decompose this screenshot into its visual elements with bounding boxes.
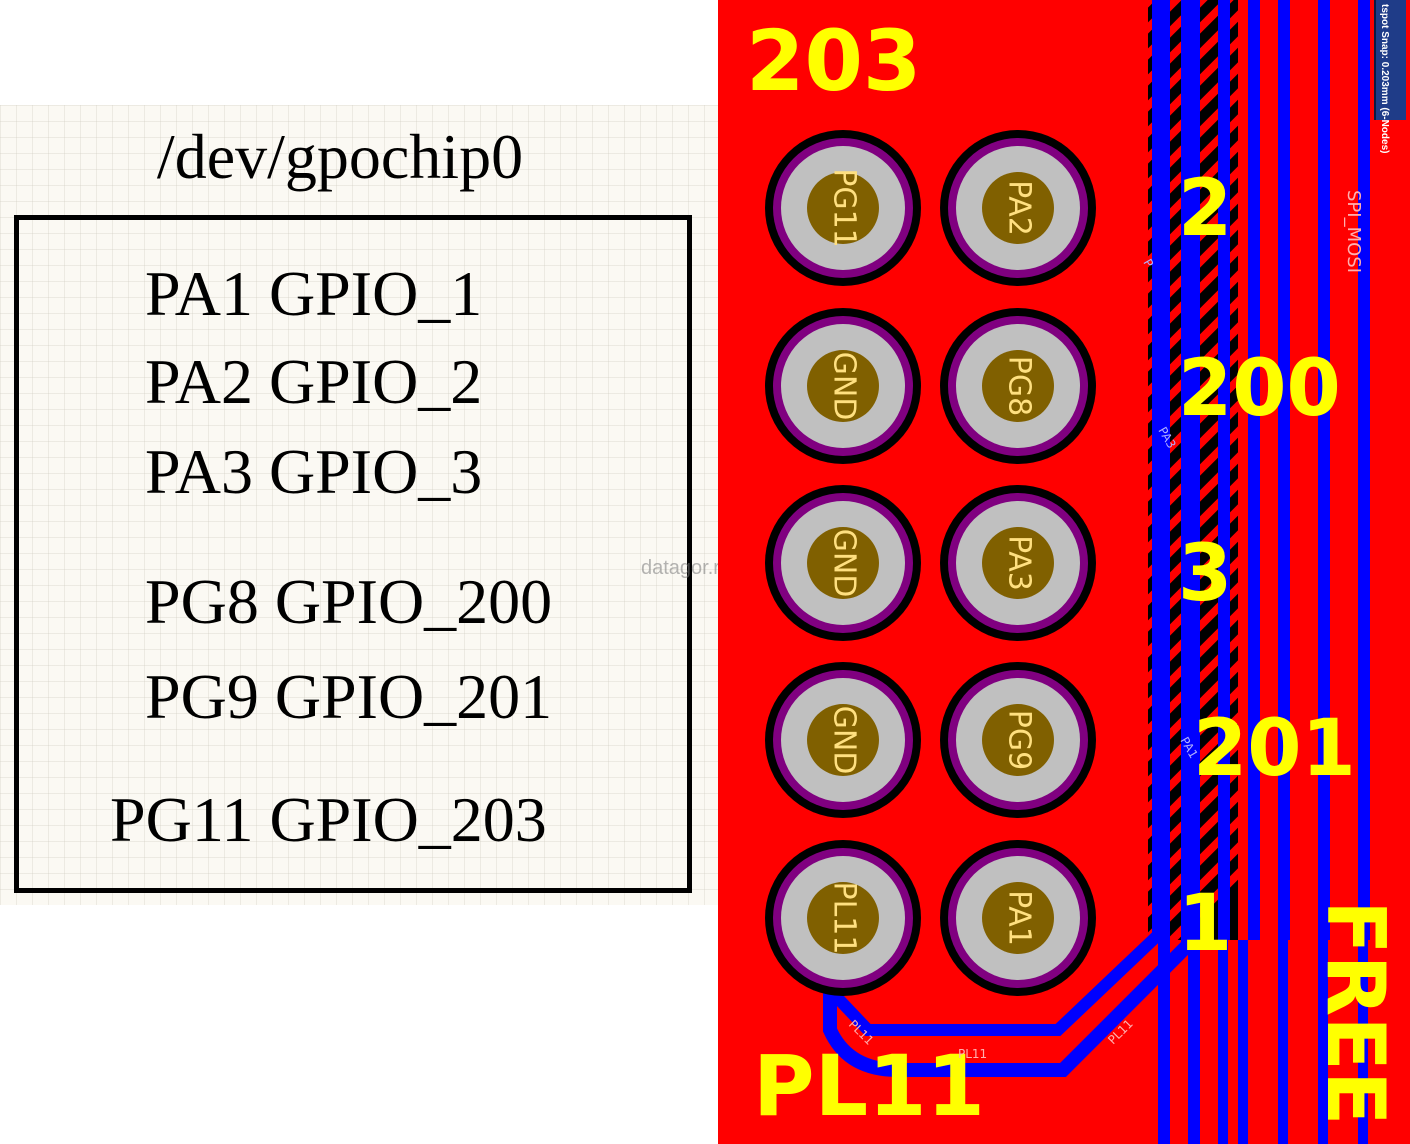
- pad-drill: [982, 350, 1054, 422]
- pad-label: PL11: [827, 882, 862, 955]
- pad-drill: [982, 882, 1054, 954]
- gpio-mapping-box: [14, 215, 692, 893]
- pad-label: PA2: [1002, 180, 1037, 236]
- pad-label: PG11: [827, 168, 862, 248]
- vertical-trace: [1358, 0, 1370, 1144]
- pad-label: PA3: [1002, 535, 1037, 591]
- gpio-number: GPIO_200: [274, 566, 553, 637]
- pad-drill: [982, 527, 1054, 599]
- gpio-number: GPIO_203: [269, 784, 547, 855]
- pad-drill: [807, 172, 879, 244]
- vertical-trace: [1248, 0, 1260, 1144]
- gpio-map-row: PG11 GPIO_203: [110, 788, 547, 852]
- gpio-number: GPIO_2: [268, 346, 483, 417]
- pad-drill: [982, 704, 1054, 776]
- pad-drill: [982, 172, 1054, 244]
- silk-label-203: 203: [746, 12, 921, 110]
- gpio-map-row: PA3 GPIO_3: [145, 440, 482, 504]
- pad-drill: [807, 350, 879, 422]
- pin-name: PA2: [145, 346, 269, 417]
- silk-label-1: 1: [1178, 879, 1232, 969]
- vertical-trace: [1318, 940, 1328, 1144]
- gpio-chip-title: /dev/gpochip0: [156, 121, 524, 192]
- pad-label: PA1: [1002, 890, 1037, 946]
- pad-drill: [807, 527, 879, 599]
- vertical-trace: [1238, 940, 1248, 1144]
- silk-label-2: 2: [1178, 164, 1232, 254]
- vertical-trace: [1218, 0, 1230, 1144]
- silk-label-201: 201: [1193, 704, 1356, 794]
- schematic-background: [0, 105, 718, 905]
- hotspot-snap-badge: tspot Snap: 0.203mm (6-Nodes): [1374, 0, 1406, 153]
- pad-label: GND: [827, 706, 862, 775]
- vertical-trace: [1358, 940, 1368, 1144]
- gpio-map-row: PA2 GPIO_2: [145, 350, 482, 414]
- silk-label-pl11: PL11: [753, 1037, 985, 1135]
- gpio-map-row: PG9 GPIO_201: [145, 665, 552, 729]
- pad-label: GND: [827, 352, 862, 421]
- pad-drill: [807, 882, 879, 954]
- pin-name: PG8: [145, 566, 275, 637]
- pin-name: PG9: [145, 661, 275, 732]
- gpio-number: GPIO_3: [268, 436, 483, 507]
- pin-name: PA3: [145, 436, 269, 507]
- silk-label-3: 3: [1178, 529, 1232, 619]
- gpio-number: GPIO_201: [274, 661, 553, 732]
- vertical-trace: [1278, 0, 1290, 1144]
- vertical-trace: [1278, 940, 1288, 1144]
- pl11-trace-inner: [825, 0, 1164, 1036]
- silk-label-200: 200: [1178, 344, 1341, 434]
- pad-label: GND: [827, 529, 862, 598]
- pin-name: PG11: [110, 784, 270, 855]
- pad-label: PG9: [1002, 710, 1037, 770]
- vertical-trace: [1318, 0, 1330, 1144]
- pad-label: PG8: [1002, 356, 1037, 416]
- gpio-number: GPIO_1: [268, 258, 483, 329]
- net-label-spi-mosi: SPI_MOSI: [1343, 190, 1364, 273]
- pin-name: PA1: [145, 258, 269, 329]
- watermark-text: datagor.ru: [641, 557, 732, 579]
- pl11-trace: [823, 0, 1195, 1077]
- gpio-map-row: PG8 GPIO_200: [145, 570, 552, 634]
- gpio-map-row: PA1 GPIO_1: [145, 262, 482, 326]
- net-label-pl11: PL11: [958, 1047, 987, 1061]
- pad-drill: [807, 704, 879, 776]
- silk-label-free: FREE: [1309, 900, 1402, 1126]
